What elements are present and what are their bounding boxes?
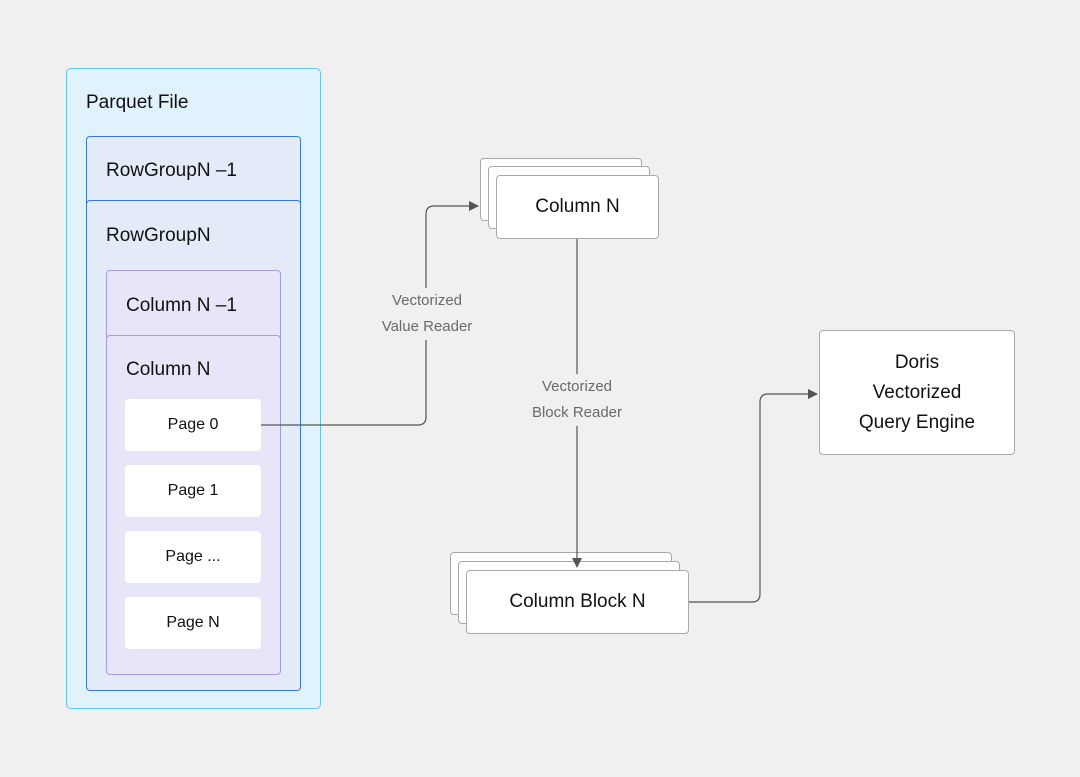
value-reader-line-2: Value Reader (381, 318, 473, 335)
row-group-prev-label: RowGroupN –1 (106, 160, 237, 181)
value-reader-line-1: Vectorized (391, 292, 463, 309)
column-n-label: Column N (126, 359, 211, 380)
page-1: Page 1 (125, 465, 261, 517)
engine-line-3: Query Engine (858, 411, 976, 433)
column-n-card: Column N (496, 175, 659, 239)
page-n: Page N (125, 597, 261, 649)
edge-block-to-engine (689, 389, 818, 603)
column-prev-label: Column N –1 (126, 295, 237, 316)
row-group-n-label: RowGroupN (106, 225, 211, 246)
block-reader-line-2: Block Reader (531, 404, 623, 421)
value-reader-label: Vectorized Value Reader (366, 288, 488, 340)
parquet-file-title: Parquet File (86, 92, 189, 113)
block-reader-line-1: Vectorized (541, 378, 613, 395)
block-reader-label: Vectorized Block Reader (516, 374, 638, 426)
page-0: Page 0 (125, 399, 261, 451)
column-block-n-card: Column Block N (466, 570, 689, 634)
doris-query-engine-box: Doris Vectorized Query Engine (819, 330, 1015, 455)
doris-query-engine-label: Doris Vectorized Query Engine (859, 348, 975, 438)
engine-line-1: Doris (894, 351, 940, 373)
engine-line-2: Vectorized (872, 381, 962, 403)
page-ellipsis: Page ... (125, 531, 261, 583)
